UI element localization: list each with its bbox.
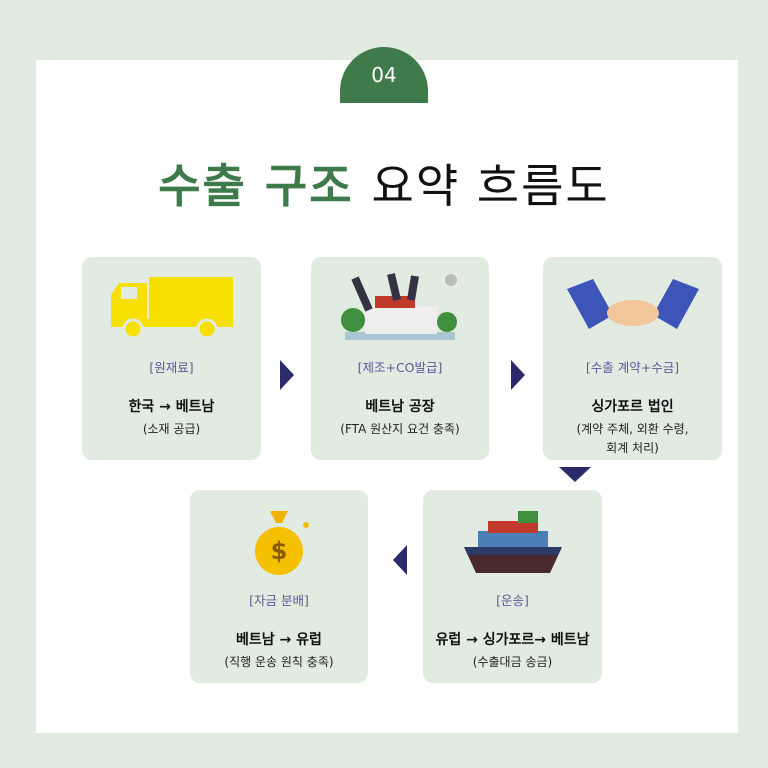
handshake-icon [543, 263, 722, 351]
truck-icon [82, 263, 261, 351]
card-sub: (계약 주체, 외환 수령, 회계 처리) [543, 420, 722, 458]
card-sub: (수출대금 송금) [472, 655, 553, 669]
card-sub-line1: (계약 주체, 외환 수령, [576, 422, 689, 436]
card-label: [자금 분배] [249, 593, 309, 608]
card-main: 싱가포르 법인 [591, 399, 674, 415]
step-number-tab: 04 [340, 47, 428, 103]
title-highlight: 수출 구조 [158, 159, 354, 213]
money-bag-icon: $ [190, 496, 368, 584]
card-raw-material: [원재료] 한국 → 베트남 (소재 공급) [82, 257, 261, 460]
card-manufacturing: [제조+CO발급] 베트남 공장 (FTA 원산지 요건 충족) [311, 257, 489, 460]
card-sub: (FTA 원산지 요건 충족) [340, 422, 460, 436]
card-label: [제조+CO발급] [357, 360, 443, 375]
arrow-right-icon [511, 360, 525, 390]
cargo-ship-icon [423, 496, 602, 584]
card-sub: (소재 공급) [142, 422, 201, 436]
card-main: 유럽 → 싱가포르→ 베트남 [435, 632, 590, 648]
arrow-left-icon [393, 545, 407, 575]
card-main: 베트남 공장 [365, 399, 435, 415]
arrow-right-icon [280, 360, 294, 390]
card-label: [수출 계약+수금] [585, 360, 680, 375]
factory-icon [311, 263, 489, 351]
card-label: [원재료] [149, 360, 194, 375]
card-main: 베트남 → 유럽 [236, 632, 322, 648]
card-shipping: [운송] 유럽 → 싱가포르→ 베트남 (수출대금 송금) [423, 490, 602, 683]
svg-text:$: $ [271, 537, 288, 565]
card-sub: (직행 운송 원칙 충족) [224, 655, 334, 669]
arrow-down-icon [559, 467, 591, 482]
card-fund-distribution: $ [자금 분배] 베트남 → 유럽 (직행 운송 원칙 충족) [190, 490, 368, 683]
card-export-contract: [수출 계약+수금] 싱가포르 법인 (계약 주체, 외환 수령, 회계 처리) [543, 257, 722, 460]
card-label: [운송] [496, 593, 529, 608]
title-rest: 요약 흐름도 [371, 159, 610, 213]
card-sub-line2: 회계 처리) [606, 441, 659, 455]
page-title: 수출 구조 요약 흐름도 [0, 150, 768, 216]
card-main: 한국 → 베트남 [128, 399, 215, 415]
